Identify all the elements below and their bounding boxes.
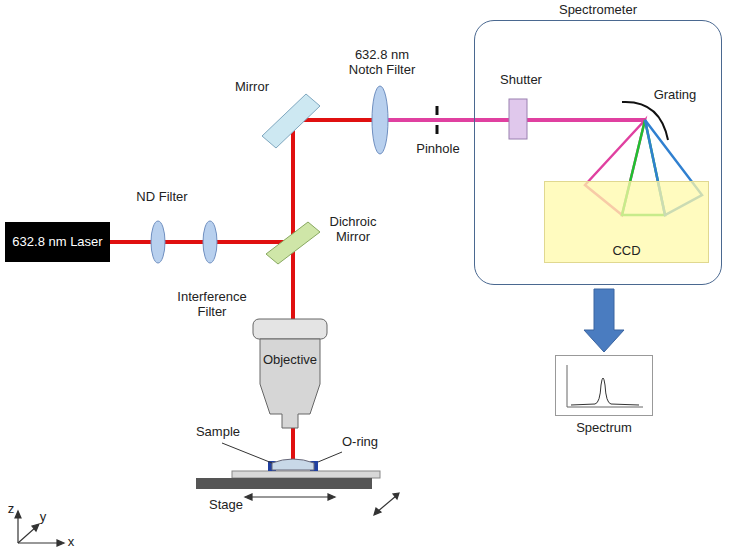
part-label: y	[36, 510, 50, 525]
stage-motion	[245, 493, 399, 515]
grating	[622, 102, 668, 140]
pinhole	[436, 106, 439, 115]
part-label: 632.8 nm Notch Filter	[337, 48, 427, 78]
part-label: Grating	[640, 88, 710, 103]
part-label: Dichroic Mirror	[318, 215, 388, 245]
shutter-node: Shutter	[491, 69, 551, 141]
sample	[272, 459, 314, 470]
arrow-shape	[584, 289, 624, 352]
stage	[196, 478, 372, 489]
part-label: O-ring	[330, 435, 390, 450]
part-label: x	[64, 535, 78, 550]
part-label: Mirror	[222, 80, 282, 95]
part-label: z	[4, 502, 18, 517]
part-label: ND Filter	[122, 190, 202, 205]
dichroic-mirror	[266, 222, 320, 264]
part-label: Stage	[196, 498, 256, 513]
part-label: Pinhole	[403, 142, 473, 157]
spectrometer-box: SpectrometerShutterCCD	[474, 20, 722, 285]
axes	[15, 511, 64, 546]
mirror	[262, 94, 320, 148]
shutter-label: Shutter	[481, 73, 561, 88]
laser-label: 632.8 nm Laser	[11, 235, 104, 250]
interference-filter	[203, 221, 217, 263]
part-label: Interference Filter	[172, 290, 252, 320]
laser-box: 632.8 nm Laser	[5, 222, 110, 262]
ccd-box: CCD	[544, 181, 709, 263]
spectrum-node: Spectrum	[555, 355, 653, 440]
objective-node: Objective	[252, 318, 328, 430]
slide	[232, 471, 380, 478]
laser-beam	[291, 120, 295, 320]
leader-line	[222, 443, 272, 463]
part-label: Sample	[188, 425, 248, 440]
spectrum-label: Spectrum	[545, 421, 663, 436]
ccd-label: CCD	[545, 244, 708, 259]
laser-beam	[291, 428, 295, 462]
block-arrow	[584, 289, 624, 352]
objective-outline	[252, 318, 328, 430]
leader-line	[318, 452, 342, 462]
objective-label: Objective	[252, 353, 328, 368]
pinhole	[436, 125, 439, 134]
notch-filter	[372, 86, 388, 154]
nd-filter	[151, 221, 165, 263]
laser-beam	[110, 240, 293, 244]
spectrometer-label: Spectrometer	[475, 3, 721, 18]
